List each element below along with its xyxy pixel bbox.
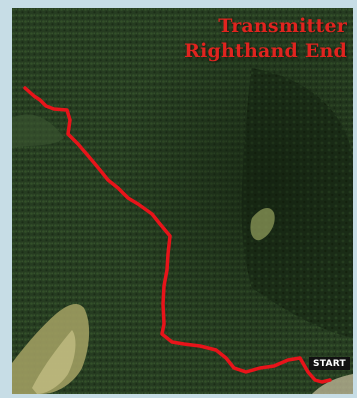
- clearing-edge: [32, 330, 76, 394]
- map-title-line1: Transmitter: [218, 15, 347, 37]
- clearing-small: [250, 207, 275, 241]
- map-title-line2: Righthand End: [184, 40, 347, 62]
- start-label: START: [308, 357, 350, 370]
- route-line: [23, 86, 332, 384]
- open-ground-left: [12, 114, 64, 148]
- satellite-map[interactable]: Transmitter Righthand End START: [12, 8, 353, 394]
- road-bottom: [312, 374, 353, 394]
- clearing: [12, 303, 90, 394]
- map-title: Transmitter Righthand End: [184, 14, 347, 64]
- map-canvas: [12, 8, 353, 394]
